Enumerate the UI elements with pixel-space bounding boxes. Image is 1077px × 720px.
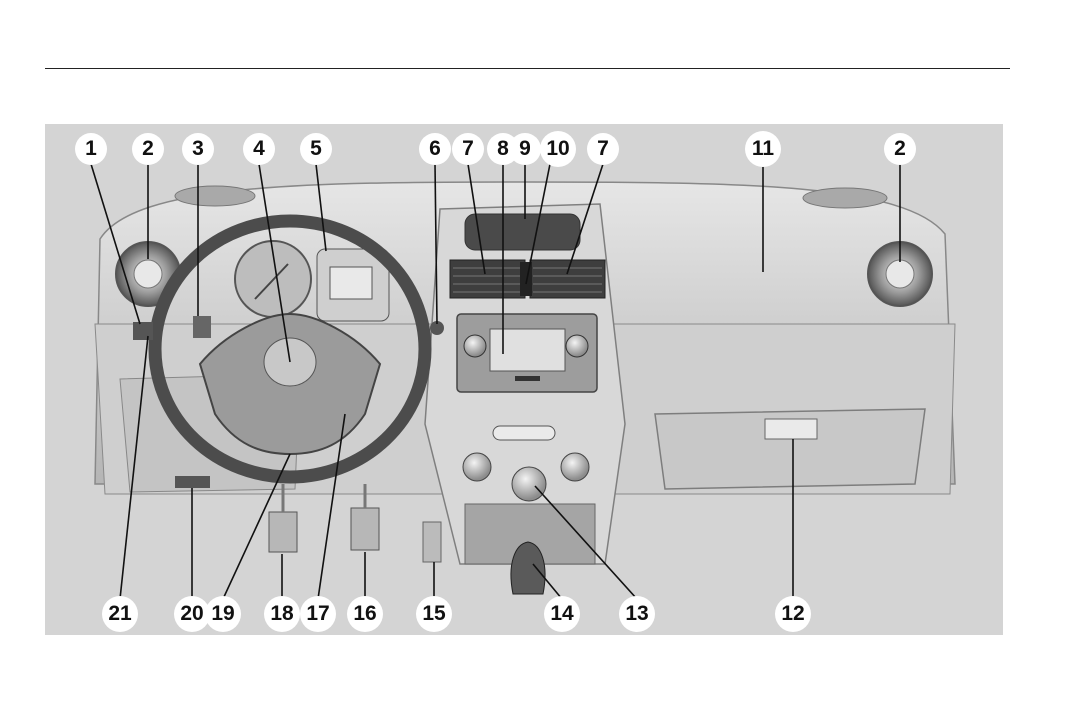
callout-9: 9 bbox=[519, 138, 531, 160]
callout-3: 3 bbox=[192, 138, 204, 160]
callout-16: 16 bbox=[353, 603, 376, 625]
callout-15: 15 bbox=[422, 603, 445, 625]
climate-knob-left bbox=[463, 453, 491, 481]
callout-20: 20 bbox=[180, 603, 203, 625]
callout-7-left: 7 bbox=[462, 138, 474, 160]
callout-5: 5 bbox=[310, 138, 322, 160]
callout-6: 6 bbox=[429, 138, 441, 160]
brake-pedal bbox=[269, 512, 297, 552]
hood-release bbox=[175, 476, 210, 488]
callout-19: 19 bbox=[211, 603, 234, 625]
callout-8: 8 bbox=[497, 138, 509, 160]
turn-signal-lever bbox=[193, 316, 211, 338]
callout-14: 14 bbox=[550, 603, 573, 625]
climate-knob-center bbox=[512, 467, 546, 501]
callout-17: 17 bbox=[306, 603, 329, 625]
callout-18: 18 bbox=[270, 603, 293, 625]
callout-2-left: 2 bbox=[142, 138, 154, 160]
left-speaker-grille bbox=[175, 186, 255, 206]
audio-display bbox=[490, 329, 565, 371]
header-rule bbox=[45, 68, 1010, 69]
callout-13: 13 bbox=[625, 603, 648, 625]
callout-11: 11 bbox=[752, 138, 774, 160]
climate-knob-right bbox=[561, 453, 589, 481]
glove-box-handle bbox=[765, 419, 817, 439]
callout-12: 12 bbox=[781, 603, 804, 625]
hazard-slot bbox=[465, 214, 580, 250]
volume-knob bbox=[464, 335, 486, 357]
callout-4: 4 bbox=[253, 138, 265, 160]
light-switch bbox=[133, 322, 153, 340]
callout-10: 10 bbox=[546, 138, 569, 160]
dashboard-drawing bbox=[45, 124, 1003, 635]
hazard-button bbox=[520, 262, 532, 296]
tune-knob bbox=[566, 335, 588, 357]
accelerator-pedal bbox=[351, 508, 379, 550]
callout-7-right: 7 bbox=[597, 138, 609, 160]
right-speaker-grille bbox=[803, 188, 887, 208]
dashboard-illustration: 1 2 3 4 5 6 7 8 9 10 7 11 2 21 20 19 18 … bbox=[45, 124, 1003, 635]
climate-button-strip bbox=[493, 426, 555, 440]
callout-2-right: 2 bbox=[894, 138, 906, 160]
callout-21: 21 bbox=[108, 603, 131, 625]
callout-1: 1 bbox=[85, 138, 97, 160]
power-outlet bbox=[423, 522, 441, 562]
